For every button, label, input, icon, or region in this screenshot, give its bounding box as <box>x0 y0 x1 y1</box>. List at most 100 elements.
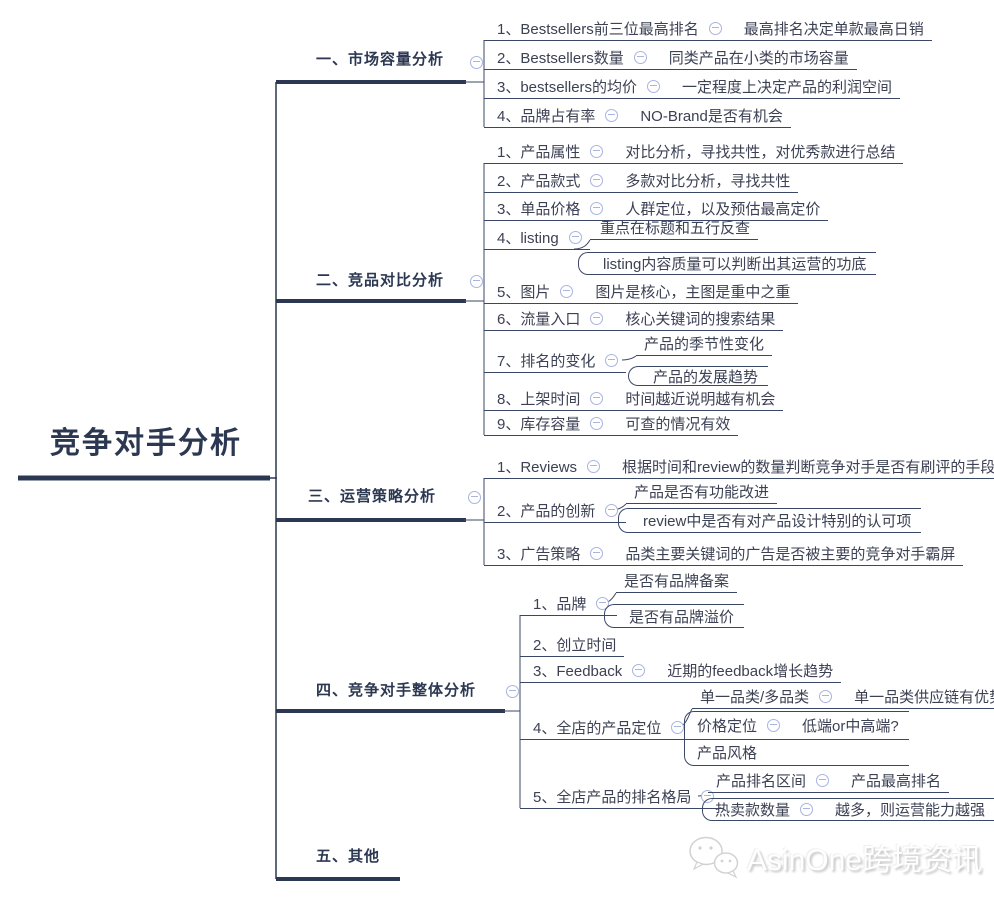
topic-row-product-innovation[interactable]: 2、产品的创新 <box>484 498 627 523</box>
topic-row[interactable]: 5、图片 图片是核心，主图是重中之重 <box>484 279 799 304</box>
collapse-icon[interactable] <box>605 503 619 517</box>
topic-row[interactable]: 2、Bestsellers数量 同类产品在小类的市场容量 <box>484 45 857 70</box>
root-topic[interactable]: 竞争对手分析 <box>50 427 242 460</box>
subtopic-label: NO-Brand是否有机会 <box>640 107 783 125</box>
topic-row[interactable]: 4、品牌占有率 NO-Brand是否有机会 <box>484 103 791 128</box>
subtopic-label: 同类产品在小类的市场容量 <box>668 49 849 67</box>
topic-label: 8、上架时间 <box>497 390 581 408</box>
topic-row[interactable]: 1、Bestsellers前三位最高排名 最高排名决定单款最高日销 <box>484 16 932 41</box>
topic-label: 7、排名的变化 <box>497 352 596 370</box>
subtopic-row[interactable]: 产品风格 <box>685 740 909 765</box>
collapse-icon[interactable] <box>568 230 582 244</box>
subtopic-label: 产品的发展趋势 <box>653 368 759 386</box>
collapse-icon[interactable] <box>590 391 604 405</box>
branch-title-market-capacity[interactable]: 一、市场容量分析 <box>316 51 445 68</box>
topic-row-store-positioning[interactable]: 4、全店的产品定位 <box>520 715 693 740</box>
topic-label: 5、图片 <box>497 283 551 301</box>
subtopic-label: 产品最高排名 <box>851 772 942 790</box>
collapse-icon[interactable] <box>816 773 830 787</box>
branch-title-operation-strategy[interactable]: 三、运营策略分析 <box>308 488 437 505</box>
topic-label: 9、库存容量 <box>497 415 581 433</box>
collapse-icon[interactable] <box>590 546 604 560</box>
subtopic-row[interactable]: 产品是否有功能改进 <box>626 479 778 504</box>
subtopic-row[interactable]: 是否有品牌备案 <box>616 568 738 593</box>
topic-label: 2、产品款式 <box>497 172 581 190</box>
subtopic-box[interactable]: 是否有品牌溢价 <box>604 604 745 628</box>
topic-row[interactable]: 2、产品款式 多款对比分析，寻找共性 <box>484 168 799 193</box>
topic-label: 1、Reviews <box>497 458 578 476</box>
subtopic-label: 一定程度上决定产品的利润空间 <box>682 78 893 96</box>
topic-row[interactable]: 1、Reviews 根据时间和review的数量判断竞争对手是否有刷评的手段推款 <box>484 454 994 479</box>
collapse-icon[interactable] <box>632 663 646 677</box>
subtopic-label: 人群定位，以及预估最高定价 <box>625 200 821 218</box>
collapse-icon[interactable] <box>590 173 604 187</box>
branch-title-other[interactable]: 五、其他 <box>316 848 381 865</box>
topic-row-rank-change[interactable]: 7、排名的变化 <box>484 348 627 373</box>
subtopic-label: 越多，则运营能力越强 <box>835 802 986 819</box>
topic-row[interactable]: 1、产品属性 对比分析，寻找共性，对优秀款进行总结 <box>484 139 904 164</box>
subtopic-label: 对比分析，寻找共性，对优秀款进行总结 <box>625 143 896 161</box>
collapse-icon[interactable] <box>468 491 481 504</box>
collapse-icon[interactable] <box>506 685 519 698</box>
collapse-icon[interactable] <box>590 416 604 430</box>
subtopic-box[interactable]: 热卖款数量 越多，则运营能力越强 <box>702 798 994 821</box>
topic-row-listing[interactable]: 4、listing <box>484 225 590 250</box>
collapse-icon[interactable] <box>587 459 601 473</box>
subtopic-label: 价格定位 <box>697 718 758 735</box>
subtopic-label: 单一品类供应链有优势 <box>854 688 994 706</box>
branch-title-overall-analysis[interactable]: 四、竞争对手整体分析 <box>316 682 477 699</box>
topic-row[interactable]: 8、上架时间 时间越近说明越有机会 <box>484 386 784 411</box>
subtopic-box[interactable]: review中是否有对产品设计特别的认可项 <box>618 508 922 533</box>
subtopic-label: 产品风格 <box>697 745 758 762</box>
topic-row[interactable]: 3、广告策略 品类主要关键词的广告是否被主要的竞争对手霸屏 <box>484 541 964 566</box>
subtopic-box[interactable]: listing内容质量可以判断出其运营的功底 <box>578 252 877 275</box>
collapse-icon[interactable] <box>671 720 685 734</box>
collapse-icon[interactable] <box>767 719 781 732</box>
topic-row[interactable]: 3、Feedback 近期的feedback增长趋势 <box>520 658 842 683</box>
collapse-icon[interactable] <box>560 284 574 298</box>
collapse-icon[interactable] <box>605 108 619 122</box>
subtopic-label: 是否有品牌备案 <box>624 572 730 590</box>
topic-row[interactable]: 3、bestsellers的均价 一定程度上决定产品的利润空间 <box>484 74 901 99</box>
collapse-icon[interactable] <box>819 689 833 703</box>
subtopic-row[interactable]: 重点在标题和五行反查 <box>590 215 759 240</box>
subtopic-label: 品类主要关键词的广告是否被主要的竞争对手霸屏 <box>625 545 956 563</box>
topic-label: 3、bestsellers的均价 <box>497 78 638 96</box>
topic-label: 1、品牌 <box>533 595 587 613</box>
collapse-icon[interactable] <box>590 144 604 158</box>
subtopic-label: 图片是核心，主图是重中之重 <box>595 283 791 301</box>
collapse-icon[interactable] <box>633 50 647 64</box>
subtopic-label: 低端or中高端? <box>802 718 899 735</box>
topic-row[interactable]: 2、创立时间 <box>520 632 625 657</box>
subtopic-label: 产品的季节性变化 <box>644 335 765 353</box>
collapse-icon[interactable] <box>647 79 661 93</box>
topic-row-ranking-pattern[interactable]: 5、全店产品的排名格局 <box>520 784 723 809</box>
topic-row-brand[interactable]: 1、品牌 <box>520 591 618 616</box>
topic-label: 4、全店的产品定位 <box>533 719 662 737</box>
subtopic-row[interactable]: 价格定位 低端or中高端? <box>685 712 909 740</box>
subtopic-box[interactable]: 产品的发展趋势 <box>628 366 769 386</box>
topic-row[interactable]: 6、流量入口 核心关键词的搜索结果 <box>484 306 784 331</box>
watermark-text: AsinOne跨境资讯 <box>746 844 982 877</box>
collapse-icon[interactable] <box>590 201 604 215</box>
collapse-icon[interactable] <box>800 803 814 816</box>
topic-label: 1、Bestsellers前三位最高排名 <box>497 20 699 38</box>
subtopic-row[interactable]: 单一品类/多品类 单一品类供应链有优势 <box>692 684 994 709</box>
collapse-icon[interactable] <box>470 56 483 69</box>
topic-label: 2、Bestsellers数量 <box>497 49 624 67</box>
subtopic-row[interactable]: 产品的季节性变化 <box>636 331 773 356</box>
collapse-icon[interactable] <box>590 311 604 325</box>
collapse-icon[interactable] <box>708 21 722 35</box>
subtopic-label: 热卖款数量 <box>715 802 791 819</box>
subtopic-label: 单一品类/多品类 <box>700 688 810 706</box>
topic-row[interactable]: 9、库存容量 可查的情况有效 <box>484 411 739 436</box>
topic-label: 6、流量入口 <box>497 310 581 328</box>
branch-title-competitor-compare[interactable]: 二、竞品对比分析 <box>316 272 445 289</box>
subtopic-label: 产品是否有功能改进 <box>634 483 770 501</box>
subtopic-row[interactable]: 产品排名区间 产品最高排名 <box>708 768 950 793</box>
subtopic-label: 最高排名决定单款最高日销 <box>743 20 924 38</box>
topic-row[interactable]: 3、单品价格 人群定位，以及预估最高定价 <box>484 196 829 221</box>
collapse-icon[interactable] <box>470 275 483 288</box>
collapse-icon[interactable] <box>605 353 619 367</box>
